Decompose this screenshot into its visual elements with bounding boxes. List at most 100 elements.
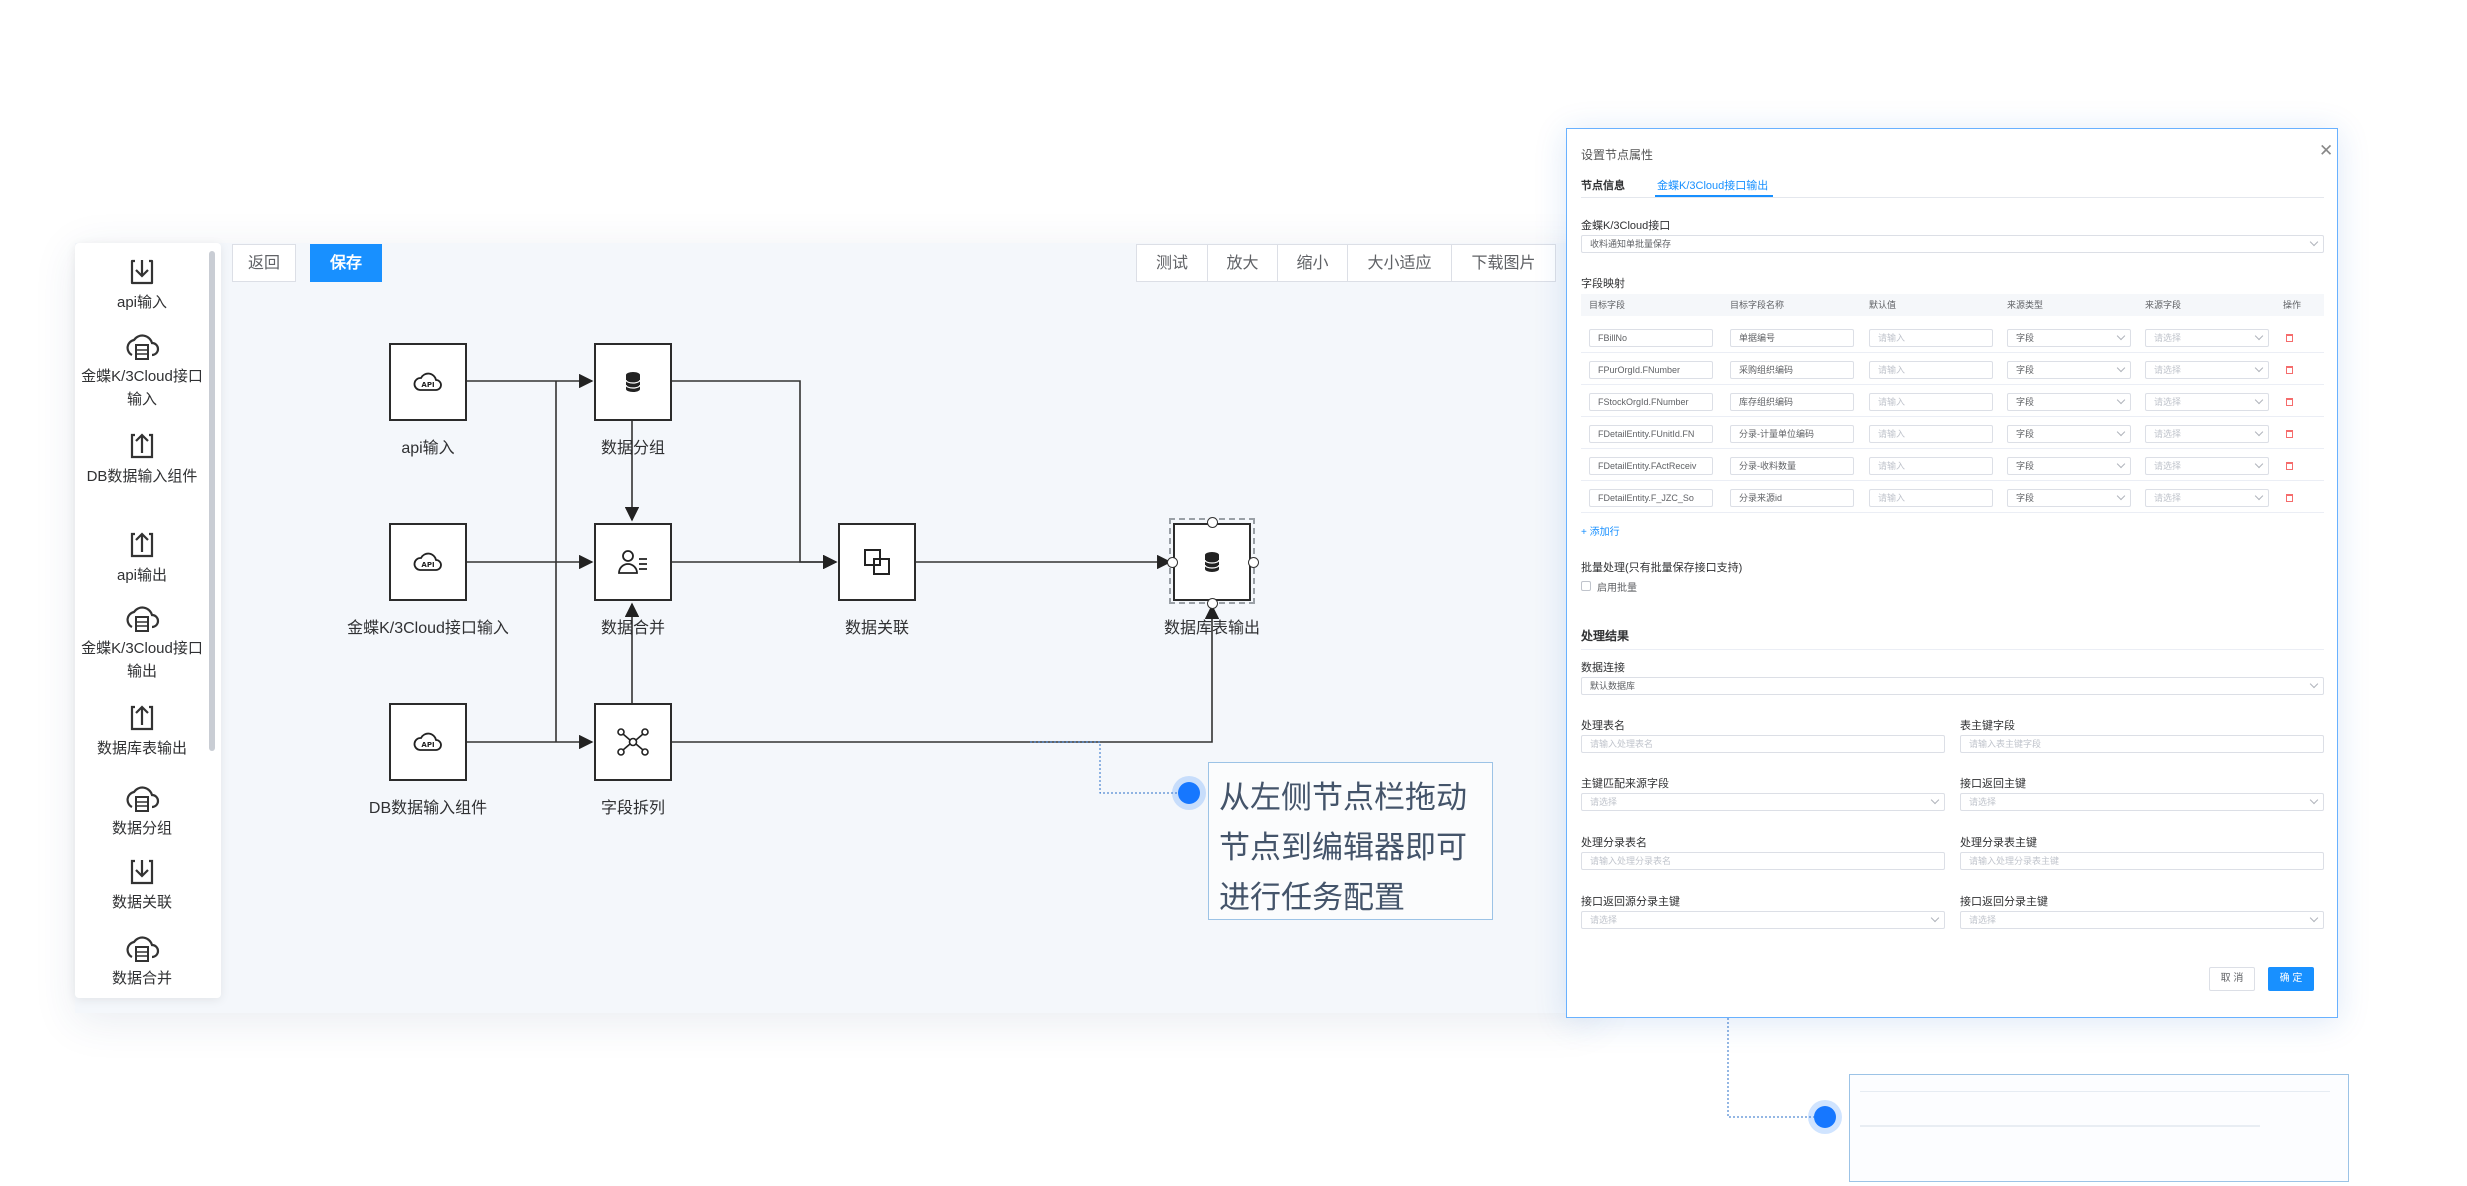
target-field-input[interactable]: FDetailEntity.FUnitId.FN xyxy=(1589,425,1713,443)
palette-item-api-output[interactable]: api输出 xyxy=(75,528,209,587)
test-button[interactable]: 测试 xyxy=(1136,244,1208,282)
confirm-button[interactable]: 确 定 xyxy=(2268,967,2314,991)
palette-item-data-group[interactable]: 数据分组 xyxy=(75,783,209,840)
fit-size-button[interactable]: 大小适应 xyxy=(1348,244,1452,282)
flow-node-field-split[interactable] xyxy=(594,703,672,781)
connect-handle-left[interactable] xyxy=(1167,557,1178,568)
source-type-select[interactable]: 字段 xyxy=(2007,329,2131,347)
target-name-input[interactable]: 采购组织编码 xyxy=(1730,361,1854,379)
source-field-select[interactable]: 请选择 xyxy=(2145,425,2269,443)
data-connection-select[interactable]: 默认数据库 xyxy=(1581,677,2324,695)
table-name-input[interactable]: 请输入处理表名 xyxy=(1581,735,1945,753)
source-type-select[interactable]: 字段 xyxy=(2007,361,2131,379)
target-name-input[interactable]: 分录-计量单位编码 xyxy=(1730,425,1854,443)
add-row-link[interactable]: + 添加行 xyxy=(1581,527,1620,538)
row-divider xyxy=(1581,512,2324,513)
api-cloud-icon: API xyxy=(413,552,442,571)
palette-item-k3-output[interactable]: 金蝶K/3Cloud接口输出 xyxy=(75,603,209,683)
delete-icon[interactable] xyxy=(2286,398,2293,406)
flow-node-data-merge[interactable] xyxy=(594,523,672,601)
default-value-input[interactable]: 请输入 xyxy=(1869,457,1993,475)
connect-handle-bottom[interactable] xyxy=(1207,598,1218,609)
database-icon xyxy=(1204,552,1220,572)
target-field-input[interactable]: FStockOrgId.FNumber xyxy=(1589,393,1713,411)
canvas-toolbar: 测试 放大 缩小 大小适应 下载图片 xyxy=(1136,244,1556,282)
flow-node-data-join[interactable] xyxy=(838,523,916,601)
delete-icon[interactable] xyxy=(2286,462,2293,470)
target-field-input[interactable]: FPurOrgId.FNumber xyxy=(1589,361,1713,379)
source-field-select[interactable]: 请选择 xyxy=(2145,393,2269,411)
palette-item-db-output[interactable]: 数据库表输出 xyxy=(75,701,209,760)
sub-pk-input[interactable]: 请输入处理分录表主键 xyxy=(1960,852,2324,870)
default-value-input[interactable]: 请输入 xyxy=(1869,425,1993,443)
ret-src-select[interactable]: 请选择 xyxy=(1581,911,1945,929)
palette-item-data-merge[interactable]: 数据合并 xyxy=(75,933,209,990)
close-icon[interactable]: ✕ xyxy=(2319,141,2334,160)
default-value-input[interactable]: 请输入 xyxy=(1869,329,1993,347)
pk-input[interactable]: 请输入表主键字段 xyxy=(1960,735,2324,753)
download-image-button[interactable]: 下载图片 xyxy=(1452,244,1556,282)
source-field-select[interactable]: 请选择 xyxy=(2145,457,2269,475)
palette-item-k3-input[interactable]: 金蝶K/3Cloud接口输入 xyxy=(75,331,209,411)
tab-node-info[interactable]: 节点信息 xyxy=(1581,180,1625,192)
source-field-select[interactable]: 请选择 xyxy=(2145,489,2269,507)
palette-item-api-input[interactable]: api输入 xyxy=(75,255,209,314)
ret-sub-value: 请选择 xyxy=(1969,915,1997,925)
flow-node-data-group[interactable] xyxy=(594,343,672,421)
source-type-select[interactable]: 字段 xyxy=(2007,489,2131,507)
flow-node-db-output[interactable] xyxy=(1173,523,1251,601)
target-field-input[interactable]: FDetailEntity.FActReceiv xyxy=(1589,457,1713,475)
source-type-select[interactable]: 字段 xyxy=(2007,457,2131,475)
tab-k3-output[interactable]: 金蝶K/3Cloud接口输出 xyxy=(1657,180,1769,192)
svg-text:API: API xyxy=(421,381,434,389)
source-field-select[interactable]: 请选择 xyxy=(2145,329,2269,347)
source-field-select[interactable]: 请选择 xyxy=(2145,361,2269,379)
flow-node-db-input[interactable]: API xyxy=(389,703,467,781)
connect-handle-right[interactable] xyxy=(1248,557,1259,568)
palette-item-label: 数据分组 xyxy=(111,820,172,837)
palette-item-label: api输出 xyxy=(116,567,168,584)
sub-table-label: 处理分录表名 xyxy=(1581,837,1647,849)
preview-frame xyxy=(1849,1074,2349,1182)
zoom-out-button[interactable]: 缩小 xyxy=(1278,244,1348,282)
back-button[interactable]: 返回 xyxy=(232,244,296,282)
sidebar-scrollbar[interactable] xyxy=(209,251,215,751)
target-name-input[interactable]: 分录来源id xyxy=(1730,489,1854,507)
ret-select[interactable]: 请选择 xyxy=(1960,793,2324,811)
target-name-input[interactable]: 分录-收料数量 xyxy=(1730,457,1854,475)
upload-arrow-icon xyxy=(130,433,154,459)
delete-icon[interactable] xyxy=(2286,494,2293,502)
target-field-input[interactable]: FDetailEntity.F_JZC_So xyxy=(1589,489,1713,507)
target-name-input[interactable]: 单据编号 xyxy=(1730,329,1854,347)
connect-handle-top[interactable] xyxy=(1207,517,1218,528)
dialog-title: 设置节点属性 xyxy=(1581,148,1654,162)
delete-icon[interactable] xyxy=(2286,334,2293,342)
flow-node-api-input[interactable]: API xyxy=(389,343,467,421)
target-name-input[interactable]: 库存组织编码 xyxy=(1730,393,1854,411)
interface-select[interactable]: 收料通知单批量保存 xyxy=(1581,235,2324,253)
conn-value: 默认数据库 xyxy=(1590,681,1636,691)
cancel-button[interactable]: 取 消 xyxy=(2209,967,2255,991)
palette-item-data-join[interactable]: 数据关联 xyxy=(75,855,209,914)
target-field-input[interactable]: FBillNo xyxy=(1589,329,1713,347)
sub-table-input[interactable]: 请输入处理分录表名 xyxy=(1581,852,1945,870)
zoom-in-button[interactable]: 放大 xyxy=(1208,244,1278,282)
batch-checkbox[interactable] xyxy=(1581,581,1591,591)
conn-label: 数据连接 xyxy=(1581,662,1625,674)
node-label: DB数据输入组件 xyxy=(368,800,488,817)
source-type-select[interactable]: 字段 xyxy=(2007,425,2131,443)
save-button[interactable]: 保存 xyxy=(310,244,382,282)
source-type-value: 字段 xyxy=(2016,461,2035,471)
flow-node-k3-input[interactable]: API xyxy=(389,523,467,601)
default-value-input[interactable]: 请输入 xyxy=(1869,393,1993,411)
source-type-select[interactable]: 字段 xyxy=(2007,393,2131,411)
default-value-input[interactable]: 请输入 xyxy=(1869,361,1993,379)
node-label: 数据分组 xyxy=(600,440,666,457)
delete-icon[interactable] xyxy=(2286,366,2293,374)
default-value-input[interactable]: 请输入 xyxy=(1869,489,1993,507)
palette-item-db-input[interactable]: DB数据输入组件 xyxy=(75,429,209,488)
ret-sub-select[interactable]: 请选择 xyxy=(1960,911,2324,929)
delete-icon[interactable] xyxy=(2286,430,2293,438)
match-select[interactable]: 请选择 xyxy=(1581,793,1945,811)
node-label: 字段拆列 xyxy=(600,800,666,817)
